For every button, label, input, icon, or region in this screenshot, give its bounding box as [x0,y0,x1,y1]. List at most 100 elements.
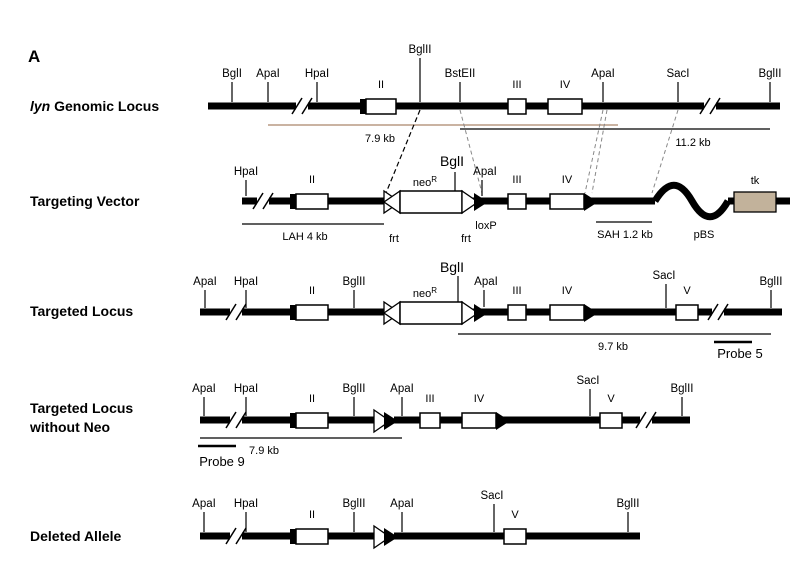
row-title-noneo-2: without Neo [29,419,110,435]
genomic-site-apai: ApaI [256,68,280,80]
noneo-loxp-2 [496,412,510,430]
noneo-exon-label-II: II [309,393,315,405]
targeted-frt-right [461,300,480,326]
guide-apai-b [591,109,608,194]
vector-frt-right-label: frt [461,233,471,245]
noneo-site-bglii-2: BglII [670,383,693,395]
targeted-neo-label: neoR [413,286,437,300]
noneo-fragment-label: 7.9 kb [249,445,279,457]
vector-frt-right [461,189,480,215]
deleted-exon-V [503,528,527,545]
vector-loxp-label: loxP [475,220,496,232]
row-title-deleted: Deleted Allele [30,528,122,544]
targeted-site-hpai: HpaI [234,276,258,288]
deleted-site-bglii-2: BglII [616,498,639,510]
targeted-loxp-1 [474,304,488,322]
targeted-exon-label-II: II [309,285,315,297]
noneo-exon-label-III: III [425,393,434,405]
genomic-exon-label-II: II [378,79,384,91]
noneo-exon-IV [461,412,497,429]
genomic-break-1 [291,97,313,115]
panel-label: A [28,47,40,66]
targeted-exon-IV [549,304,585,321]
targeted-site-apai: ApaI [193,276,217,288]
noneo-break-2 [635,411,657,429]
noneo-site-saci: SacI [576,375,599,387]
vector-exon-III [507,193,527,210]
vector-tk-label: tk [751,175,760,187]
row-genomic-locus: lyn Genomic Locus II III IV BglI ApaI Hp… [30,44,782,149]
row-deleted-allele: Deleted Allele II V ApaI HpaI BglII ApaI… [30,490,640,550]
targeted-site-apai-2: ApaI [474,276,498,288]
deleted-loxp [384,528,398,546]
genomic-exon-label-IV: IV [560,79,571,91]
vector-sah-label: SAH 1.2 kb [597,229,653,241]
deleted-site-hpai: HpaI [234,498,258,510]
targeted-exon-V [675,304,699,321]
guide-bsteii-to-apai [459,109,483,194]
vector-exon-II [295,193,329,210]
vector-frt-left-label: frt [389,233,399,245]
genomic-fragment-label-left: 7.9 kb [365,133,395,145]
targeted-break-2 [707,303,729,321]
guide-bglii-to-frt [385,109,421,194]
guide-apai-a [584,109,604,194]
vector-tk-cassette [733,191,777,213]
vector-site-bgli: BglI [440,153,464,169]
targeted-exon-label-V: V [683,285,691,297]
vector-break [252,192,274,210]
row-title-vector: Targeting Vector [30,193,140,209]
targeted-loxp-2 [584,304,598,322]
vector-site-hpai: HpaI [234,166,258,178]
deleted-site-apai: ApaI [192,498,216,510]
noneo-frt [373,408,392,434]
vector-pbs-label: pBS [694,229,715,241]
vector-lah-label: LAH 4 kb [282,231,327,243]
noneo-break-1 [225,411,247,429]
row-targeted-locus: Targeted Locus II neoR BglI ApaI III IV [30,259,783,361]
vector-pbs-backbone [652,181,732,221]
genomic-exon-II-coding [360,99,366,114]
row-targeting-vector: Targeting Vector II neoR BglI ApaI HpaI … [30,153,790,245]
genomic-break-2 [699,97,721,115]
row-targeted-without-neo: Targeted Locus without Neo II III IV V A… [29,375,694,469]
vector-exon-IV [549,193,585,210]
genomic-fragment-label-right: 11.2 kb [675,137,710,149]
targeted-fragment-label: 9.7 kb [598,341,628,353]
genomic-exon-label-III: III [512,79,521,91]
noneo-site-apai: ApaI [192,383,216,395]
targeted-exon-II-coding [290,305,296,320]
deleted-exon-label-II: II [309,509,315,521]
vector-loxp-2 [584,193,598,211]
genomic-site-saci: SacI [666,68,689,80]
targeted-exon-III [507,304,527,321]
noneo-loxp-1 [384,412,398,430]
deleted-exon-II [295,528,329,545]
deleted-frt [373,524,392,550]
guide-saci [651,109,679,194]
noneo-exon-label-IV: IV [474,393,485,405]
noneo-exon-V [599,412,623,429]
genomic-site-bglii-2: BglII [758,68,781,80]
genomic-exon-II [365,98,397,115]
targeted-exon-label-III: III [512,285,521,297]
targeted-exon-label-IV: IV [562,285,573,297]
noneo-site-bglii: BglII [342,383,365,395]
deleted-break [225,527,247,545]
deleted-site-saci: SacI [480,490,503,502]
deleted-site-bglii: BglII [342,498,365,510]
genomic-exon-IV [547,98,583,115]
homology-guides [385,109,679,194]
genomic-site-apai-2: ApaI [591,68,615,80]
vector-exon-label-IV: IV [562,174,573,186]
targeted-site-bglii-2: BglII [759,276,782,288]
noneo-exon-II [295,412,329,429]
targeted-site-bglii: BglII [342,276,365,288]
targeted-site-bgli: BglI [440,259,464,275]
genomic-site-bgli: BglI [222,68,242,80]
targeted-site-saci: SacI [652,270,675,282]
genomic-exon-III [507,98,527,115]
targeted-exon-II [295,304,329,321]
noneo-site-hpai: HpaI [234,383,258,395]
